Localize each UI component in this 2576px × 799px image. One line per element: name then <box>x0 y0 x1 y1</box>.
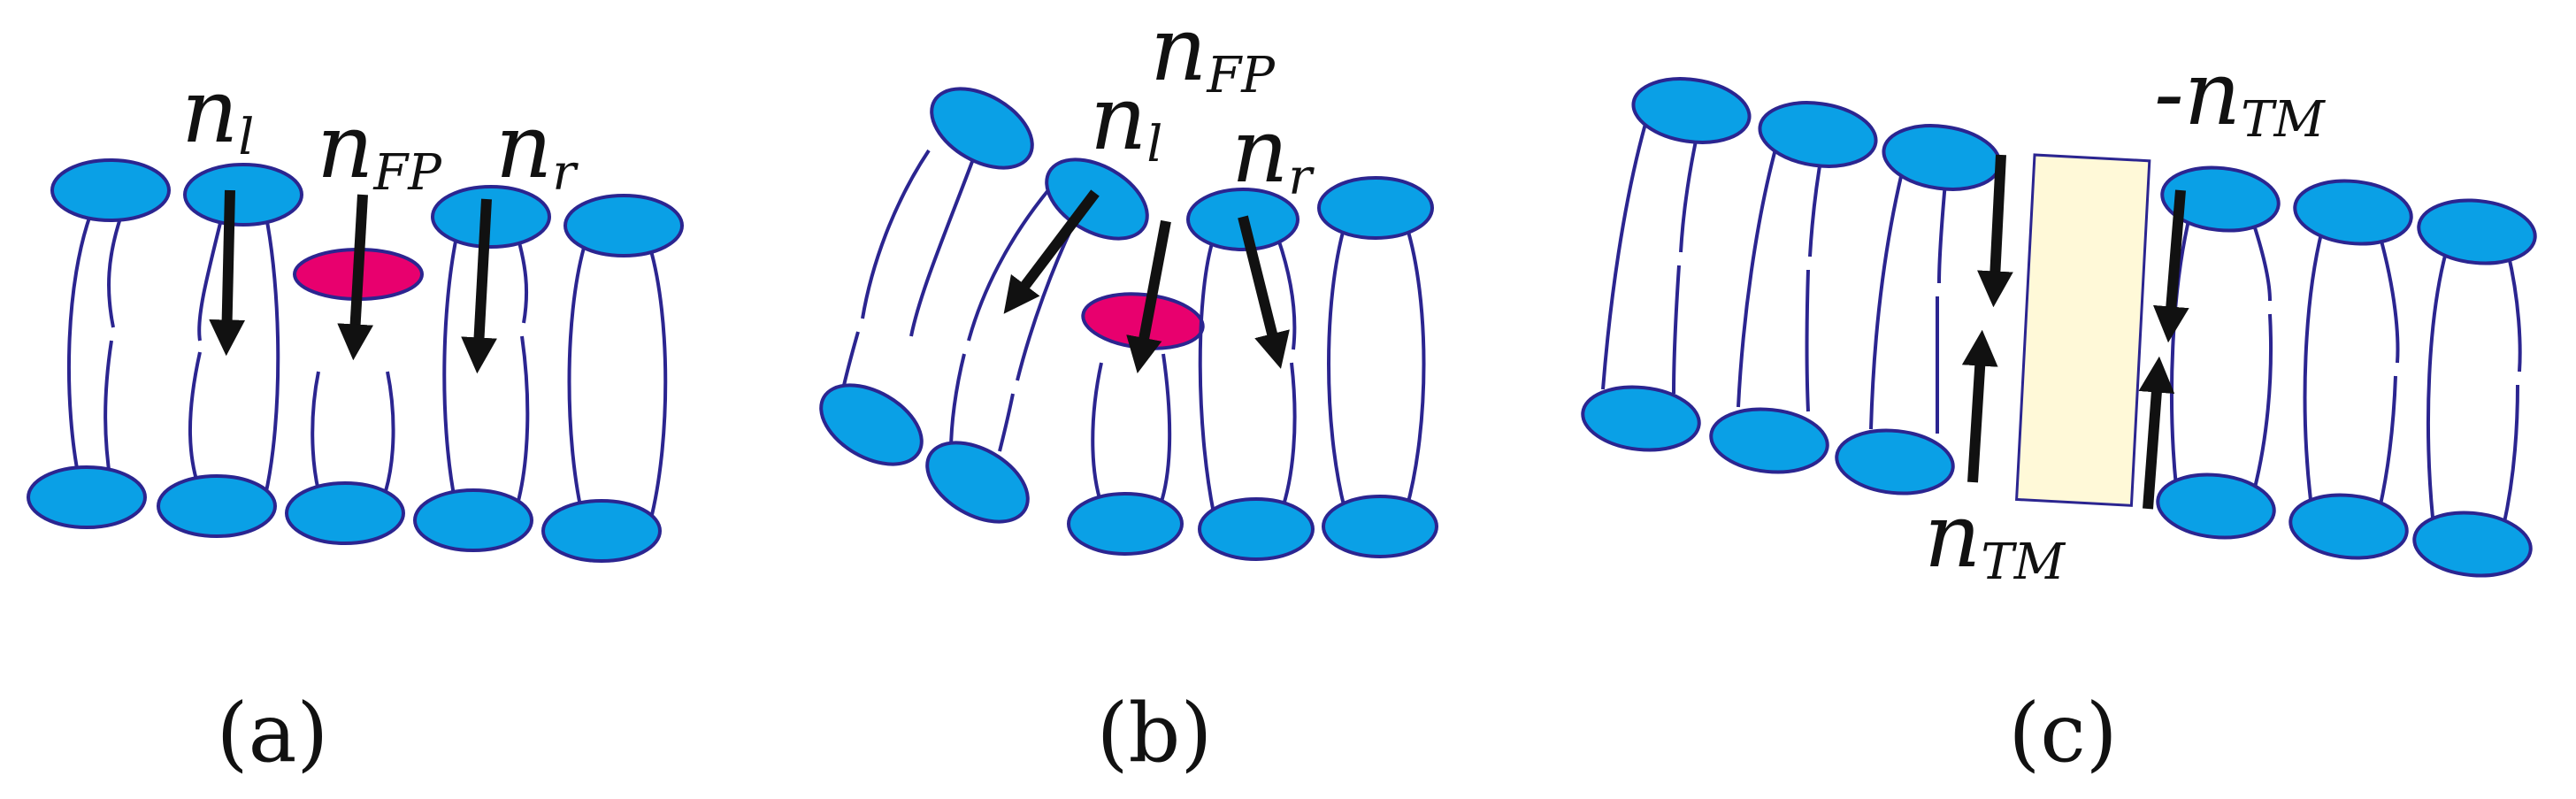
label-nl: nl <box>1090 66 1162 173</box>
director-arrow-nr <box>461 198 497 374</box>
lipid-head <box>925 441 1030 524</box>
director-arrow-left-down <box>1977 154 2013 308</box>
label-ntm: nTM <box>1924 484 2066 591</box>
director-arrow-left-up <box>1961 329 1998 483</box>
lipid-head <box>157 474 277 538</box>
lipid-head <box>564 194 684 257</box>
caption-b: (b) <box>1097 686 1213 780</box>
lipid-head <box>2288 493 2409 560</box>
lipid-head <box>2417 198 2537 265</box>
lipid-molecule <box>1869 172 1948 434</box>
lipid-head <box>1835 428 1955 496</box>
lipid-molecule <box>949 188 1081 452</box>
lipid-head <box>2293 179 2413 246</box>
lipid-head <box>1198 497 1315 561</box>
director-arrow-nl <box>1003 189 1100 314</box>
lipid-head <box>1067 492 1184 556</box>
lipid-molecule <box>310 371 395 492</box>
lipid-molecule <box>1327 225 1426 510</box>
lipid-head <box>2160 165 2281 233</box>
director-arrow-right-up <box>2138 356 2175 510</box>
director-arrow-right-down <box>2152 189 2189 343</box>
lipid-molecule <box>1601 123 1700 395</box>
label-nl: nl <box>181 59 254 166</box>
lipid-head <box>2156 472 2276 540</box>
director-arrow-nfp <box>1126 219 1171 374</box>
label-nfp: nFP <box>1150 0 1276 104</box>
lipid-molecule <box>188 211 280 496</box>
lipid-head <box>2412 511 2533 578</box>
lipid-head <box>183 163 303 227</box>
lipid-molecule <box>1198 238 1297 514</box>
lipid-head <box>541 499 662 563</box>
director-arrow-nfp <box>337 194 373 361</box>
lipid-head <box>1581 385 1701 452</box>
lipid-molecule <box>2170 216 2273 492</box>
lipid-head <box>1631 77 1752 144</box>
label-nfp: nFP <box>317 95 442 202</box>
lipid-head <box>27 465 147 529</box>
lipid-molecule <box>837 149 975 412</box>
lipid-head <box>413 488 533 552</box>
lipid-molecule <box>66 207 126 483</box>
lipid-molecule <box>567 247 668 523</box>
lipid-head <box>50 158 171 222</box>
lipid-molecule <box>2426 251 2522 527</box>
caption-c: (c) <box>2008 686 2117 780</box>
lipid-head <box>1317 176 1434 240</box>
label-nr: nr <box>1231 99 1315 206</box>
transmembrane-domain <box>2015 153 2151 507</box>
label-neg-ntm: -nTM <box>2154 42 2327 149</box>
panel-c: -nTM nTM (c) <box>1581 42 2537 780</box>
lipid-head <box>1709 407 1829 474</box>
lipid-head <box>431 185 551 249</box>
lipid-head <box>819 383 924 466</box>
caption-a: (a) <box>217 686 329 780</box>
director-arrow-nl <box>209 189 246 357</box>
lipid-molecule <box>2303 229 2400 510</box>
label-nr: nr <box>495 95 579 202</box>
lipid-head <box>1758 101 1878 168</box>
lipid-molecule <box>1736 145 1824 412</box>
lipid-head <box>1322 495 1438 558</box>
panel-b: nFP nl nr (b) <box>819 0 1438 780</box>
lipid-head <box>285 481 405 545</box>
panel-a: nl nFP nr (a) <box>27 59 684 780</box>
lipid-molecule <box>1091 353 1172 505</box>
director-arrow-nr <box>1238 215 1290 369</box>
lipid-head <box>930 87 1034 170</box>
